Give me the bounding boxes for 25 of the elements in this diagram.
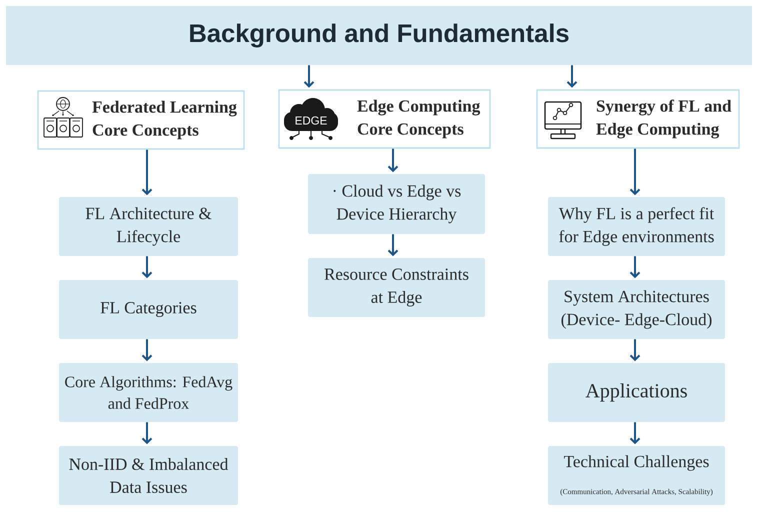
- title-band: Background and Fundamentals: [6, 6, 752, 65]
- topic-box: Non-IID & Imbalanced Data Issues: [59, 446, 238, 505]
- topic-box: FL Architecture & Lifecycle: [59, 197, 238, 256]
- arrow: [566, 65, 578, 88]
- topic-box: Core Algorithms: FedAvg and FedProx: [59, 363, 238, 422]
- arrow: [142, 339, 152, 362]
- arrow: [142, 150, 152, 196]
- arrow: [630, 148, 640, 196]
- topic-box: · Cloud vs Edge vs Device Hierarchy: [308, 174, 485, 234]
- arrow: [388, 148, 398, 172]
- arrow: [142, 256, 152, 278]
- topic-box: System Architectures (Device- Edge-Cloud): [548, 280, 725, 339]
- arrow: [630, 422, 640, 444]
- topic-box: Applications: [548, 363, 725, 422]
- arrow: [630, 256, 640, 278]
- arrow: [630, 339, 640, 362]
- arrow: [142, 422, 152, 444]
- header-box: Synergy of FL and Edge Computing: [536, 89, 740, 149]
- arrow: [304, 65, 314, 88]
- topic-box: FL Categories: [59, 280, 238, 339]
- topic-box: Why FL is a perfect fit for Edge environments: [548, 197, 725, 256]
- cloud-label: EDGE: [296, 116, 327, 125]
- topic-box: Resource Constraints at Edge: [308, 258, 485, 317]
- arrow: [388, 234, 398, 256]
- header-box: Federated Learning Core Concepts: [37, 90, 245, 150]
